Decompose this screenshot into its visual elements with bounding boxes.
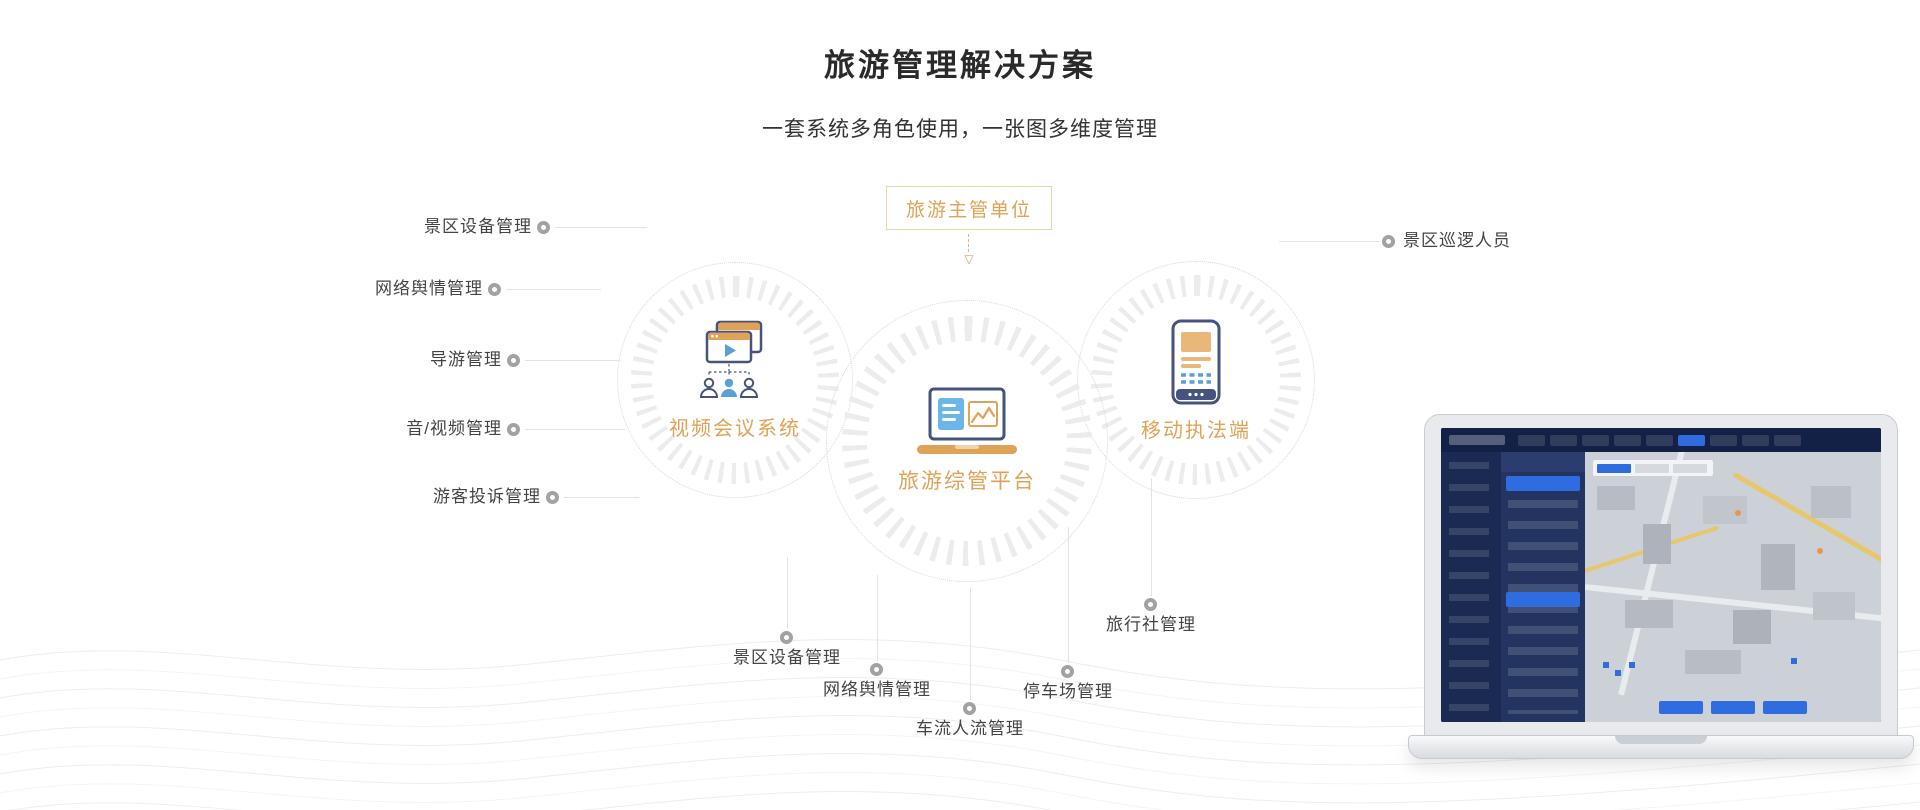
bottom-item-label: 网络舆情管理 [823, 680, 931, 699]
map-building [1625, 600, 1673, 628]
left-item-label: 景区设备管理 [424, 217, 532, 236]
page-subtitle: 一套系统多角色使用，一张图多维度管理 [762, 118, 1158, 141]
map-marker [1735, 510, 1741, 516]
nav-tab [1550, 434, 1577, 446]
bottom-item-label: 旅行社管理 [1106, 615, 1196, 634]
circle-mobile-enforcement: 移动执法端 [1077, 261, 1315, 499]
map-toolbar [1593, 460, 1713, 476]
right-item-label: 景区巡逻人员 [1403, 231, 1511, 250]
connector-dot [546, 491, 559, 504]
connector-dot [507, 423, 520, 436]
left-item-label: 游客投诉管理 [433, 487, 541, 506]
map-buttons [1659, 701, 1807, 714]
wave-pattern-background [0, 639, 1920, 810]
map-marker [1615, 670, 1621, 676]
dashboard-topbar [1441, 428, 1881, 452]
left-item-label: 导游管理 [430, 350, 502, 369]
bottom-item-label: 停车场管理 [1023, 682, 1113, 701]
dashboard-body [1441, 452, 1881, 722]
nav-tab [1774, 434, 1801, 446]
connector-line [525, 360, 620, 361]
map-marker [1817, 548, 1823, 554]
map-button [1659, 701, 1703, 714]
circle-label-management-platform: 旅游综管平台 [898, 470, 1036, 493]
circle-management-platform: 旅游综管平台 [826, 300, 1108, 582]
nav-tab [1582, 434, 1609, 446]
connector-line [525, 429, 625, 430]
circle-video-conference: 视频会议系统 [617, 262, 853, 498]
map-building [1811, 486, 1851, 518]
dashed-connector-line [968, 234, 969, 252]
left-item-label: 音/视频管理 [406, 419, 502, 438]
connector-line [564, 497, 639, 498]
connector-dot [507, 354, 520, 367]
connector-line [787, 557, 788, 629]
connector-line [877, 575, 878, 661]
connector-dot [1382, 235, 1395, 248]
nav-tab-active [1678, 434, 1705, 446]
laptop-base [1408, 735, 1914, 759]
map-marker [1791, 658, 1797, 664]
nav-tab [1742, 434, 1769, 446]
dashboard-list-panel [1501, 452, 1585, 722]
connector-line [555, 227, 647, 228]
nav-tab [1646, 434, 1673, 446]
dashboard-logo [1449, 435, 1505, 445]
top-authority-label: 旅游主管单位 [905, 199, 1032, 221]
circle-label-mobile-enforcement: 移动执法端 [1141, 419, 1251, 442]
circle-core: 视频会议系统 [652, 297, 818, 463]
page-title: 旅游管理解决方案 [824, 48, 1096, 83]
connector-line [506, 289, 601, 290]
map-button [1763, 701, 1807, 714]
circle-core: 移动执法端 [1112, 296, 1280, 464]
panel-header [1501, 452, 1585, 472]
connector-line [1151, 478, 1152, 596]
laptop-screen [1424, 414, 1898, 736]
map-marker [1603, 662, 1609, 668]
map-road [1732, 472, 1881, 572]
panel-selected-row [1506, 592, 1580, 607]
map-building [1643, 524, 1671, 564]
panel-selected-row [1506, 476, 1580, 491]
map-building [1597, 486, 1635, 510]
nav-tab [1710, 434, 1737, 446]
map-building [1733, 610, 1771, 644]
bottom-item-label: 景区设备管理 [733, 648, 841, 667]
connector-dot [870, 663, 883, 676]
connector-dot [537, 221, 550, 234]
dashboard-sidebar [1441, 452, 1501, 722]
map-building [1761, 544, 1795, 590]
laptop-mockup [1408, 414, 1914, 776]
map-building [1703, 496, 1747, 524]
connector-dot [780, 631, 793, 644]
map-building [1685, 650, 1741, 674]
circle-label-video-conference: 视频会议系统 [669, 417, 801, 440]
left-item-label: 网络舆情管理 [375, 279, 483, 298]
down-arrow-icon: ▽ [964, 252, 974, 266]
map-button [1711, 701, 1755, 714]
video-conference-icon [699, 320, 763, 398]
bottom-item-label: 车流人流管理 [916, 719, 1024, 738]
platform-laptop-icon [917, 387, 1017, 454]
connector-line [970, 588, 971, 700]
connector-line [1279, 241, 1379, 242]
dashboard-screenshot [1441, 428, 1881, 722]
nav-tab [1614, 434, 1641, 446]
connector-dot [1144, 598, 1157, 611]
mobile-enforcement-icon [1171, 319, 1221, 404]
map-building [1813, 592, 1855, 620]
dashboard-3d-map [1585, 452, 1881, 722]
nav-tab [1518, 434, 1545, 446]
circle-core: 旅游综管平台 [867, 341, 1067, 541]
top-authority-box: 旅游主管单位 [886, 186, 1052, 230]
map-marker [1629, 662, 1635, 668]
connector-line [1068, 527, 1069, 663]
connector-dot [963, 702, 976, 715]
connector-dot [488, 283, 501, 296]
connector-dot [1061, 665, 1074, 678]
laptop-notch [1615, 736, 1707, 744]
